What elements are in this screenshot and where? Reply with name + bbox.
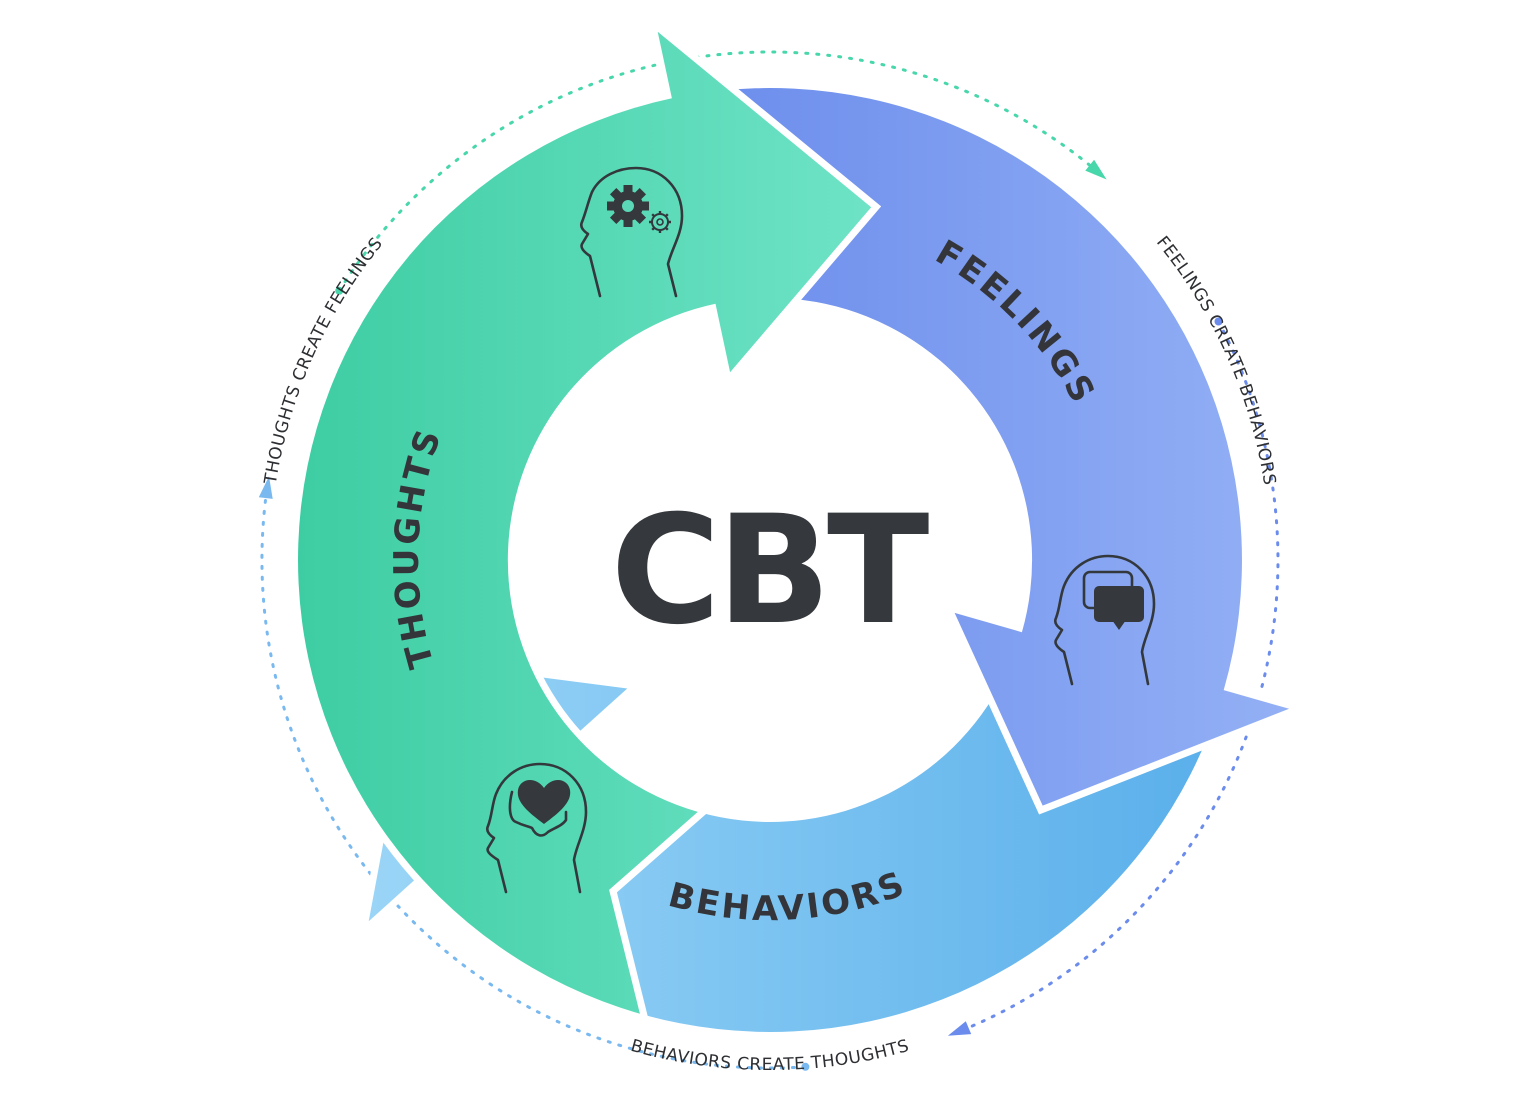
- center-title: CBT: [611, 484, 929, 658]
- head-speech-bubbles-icon: [1053, 554, 1156, 686]
- caption-behaviors-create-thoughts: BEHAVIORS CREATE THOUGHTS: [629, 1036, 912, 1075]
- cycle-arrows: [291, 13, 1311, 1039]
- connector-start-dot: [1214, 317, 1223, 326]
- connector-arrowhead-icon: [947, 1021, 972, 1036]
- connector-arc-thoughts-feelings: [337, 50, 1098, 293]
- connector-arrowhead-icon: [258, 476, 273, 499]
- connector-start-dot: [801, 1062, 810, 1071]
- connector-start-dot: [335, 286, 344, 295]
- head-heart-icon: [485, 762, 588, 894]
- connector-arcs: [258, 50, 1280, 1071]
- thoughts-arrow: [291, 13, 882, 1024]
- connector-arc-behaviors-thoughts: [260, 487, 807, 1070]
- connector-arrowhead-icon: [1085, 159, 1107, 180]
- head-gears-icon: [579, 166, 684, 298]
